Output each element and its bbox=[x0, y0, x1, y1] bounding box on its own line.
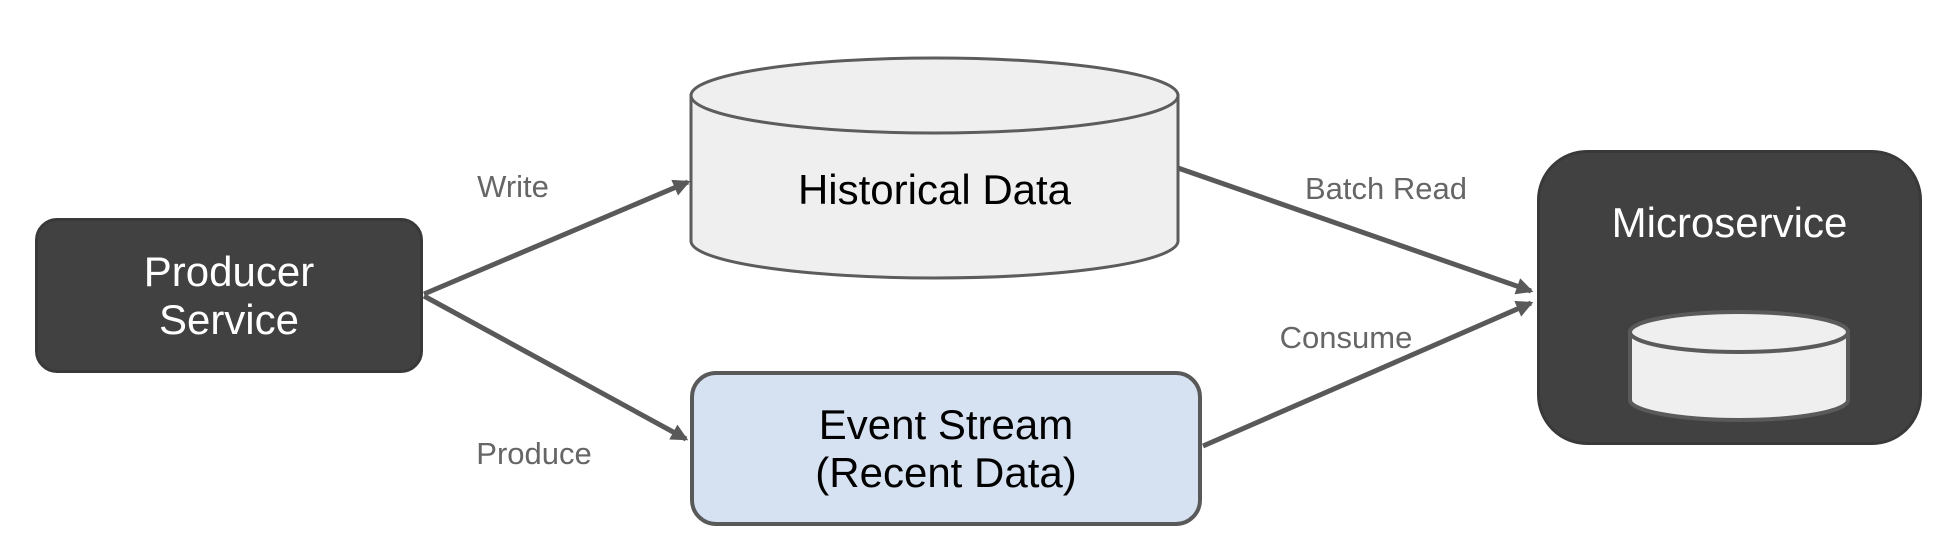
event-stream-node bbox=[690, 371, 1202, 526]
event-stream-label: Event Stream (Recent Data) bbox=[815, 400, 1077, 496]
batch-read-edge-label: Batch Read bbox=[1305, 171, 1467, 206]
write-arrow bbox=[423, 179, 691, 297]
write-edge-label: Write bbox=[477, 169, 549, 204]
producer-service-label: Producer Service bbox=[143, 247, 315, 343]
producer-service-node bbox=[35, 218, 423, 373]
produce-arrow bbox=[422, 293, 689, 442]
microservice-label: Microservice bbox=[1611, 199, 1848, 246]
consume-edge-label: Consume bbox=[1279, 320, 1413, 355]
microservice-node bbox=[1537, 150, 1922, 445]
produce-edge-label: Produce bbox=[476, 436, 592, 471]
historical-data-label: Historical Data bbox=[797, 166, 1072, 213]
